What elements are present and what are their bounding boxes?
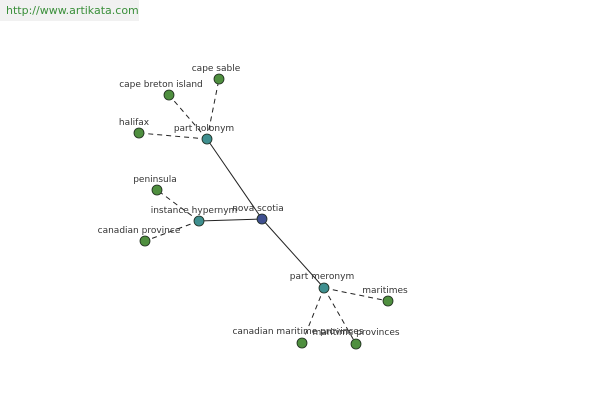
leaf-node-cape-breton-island[interactable] bbox=[163, 89, 175, 101]
edge-root-part-meronym bbox=[261, 218, 325, 289]
edge-part-meronym-maritimes bbox=[323, 287, 389, 302]
leaf-label-canadian-province[interactable]: canadian province bbox=[98, 226, 181, 236]
edge-part-holonym-cape-sable bbox=[206, 78, 220, 140]
edge-part-holonym-halifax bbox=[138, 132, 208, 140]
leaf-node-maritimes[interactable] bbox=[382, 295, 394, 307]
relation-node-instance-hypernym[interactable] bbox=[193, 215, 205, 227]
relation-node-part-meronym[interactable] bbox=[318, 282, 330, 294]
relation-label-instance-hypernym[interactable]: instance hypernym bbox=[151, 206, 238, 216]
leaf-node-halifax[interactable] bbox=[133, 127, 145, 139]
leaf-label-maritimes[interactable]: maritimes bbox=[362, 286, 408, 296]
edge-part-meronym-canadian-maritime-provinces bbox=[301, 287, 325, 344]
graph-edges bbox=[138, 78, 389, 345]
relation-label-part-holonym[interactable]: part holonym bbox=[174, 124, 234, 134]
graph-nodes bbox=[133, 73, 394, 350]
leaf-node-cape-sable[interactable] bbox=[213, 73, 225, 85]
edge-part-holonym-cape-breton-island bbox=[168, 94, 208, 140]
edge-instance-hypernym-canadian-province bbox=[144, 220, 200, 242]
leaf-label-cape-breton-island[interactable]: cape breton island bbox=[119, 80, 203, 90]
root-node-nova-scotia[interactable] bbox=[256, 213, 268, 225]
site-url-bar: http://www.artikata.com bbox=[0, 0, 139, 21]
leaf-label-peninsula[interactable]: peninsula bbox=[133, 175, 177, 185]
edge-root-instance-hypernym bbox=[198, 218, 263, 222]
leaf-label-halifax[interactable]: halifax bbox=[119, 118, 150, 128]
leaf-node-canadian-province[interactable] bbox=[139, 235, 151, 247]
relation-node-part-holonym[interactable] bbox=[201, 133, 213, 145]
site-url-link[interactable]: http://www.artikata.com bbox=[6, 4, 139, 17]
leaf-label-maritime-provinces[interactable]: maritime provinces bbox=[312, 328, 399, 338]
leaf-node-maritime-provinces[interactable] bbox=[350, 338, 362, 350]
leaf-label-canadian-maritime-provinces[interactable]: canadian maritime provinces bbox=[232, 327, 363, 337]
edge-part-meronym-maritime-provinces bbox=[323, 287, 357, 345]
leaf-node-canadian-maritime-provinces[interactable] bbox=[296, 337, 308, 349]
root-label[interactable]: nova scotia bbox=[232, 204, 284, 214]
edge-root-part-holonym bbox=[206, 138, 263, 220]
leaf-label-cape-sable[interactable]: cape sable bbox=[192, 64, 241, 74]
leaf-node-peninsula[interactable] bbox=[151, 184, 163, 196]
graph-labels: cape breton island cape sable halifax part … bbox=[98, 64, 408, 338]
relation-label-part-meronym[interactable]: part meronym bbox=[290, 272, 354, 282]
